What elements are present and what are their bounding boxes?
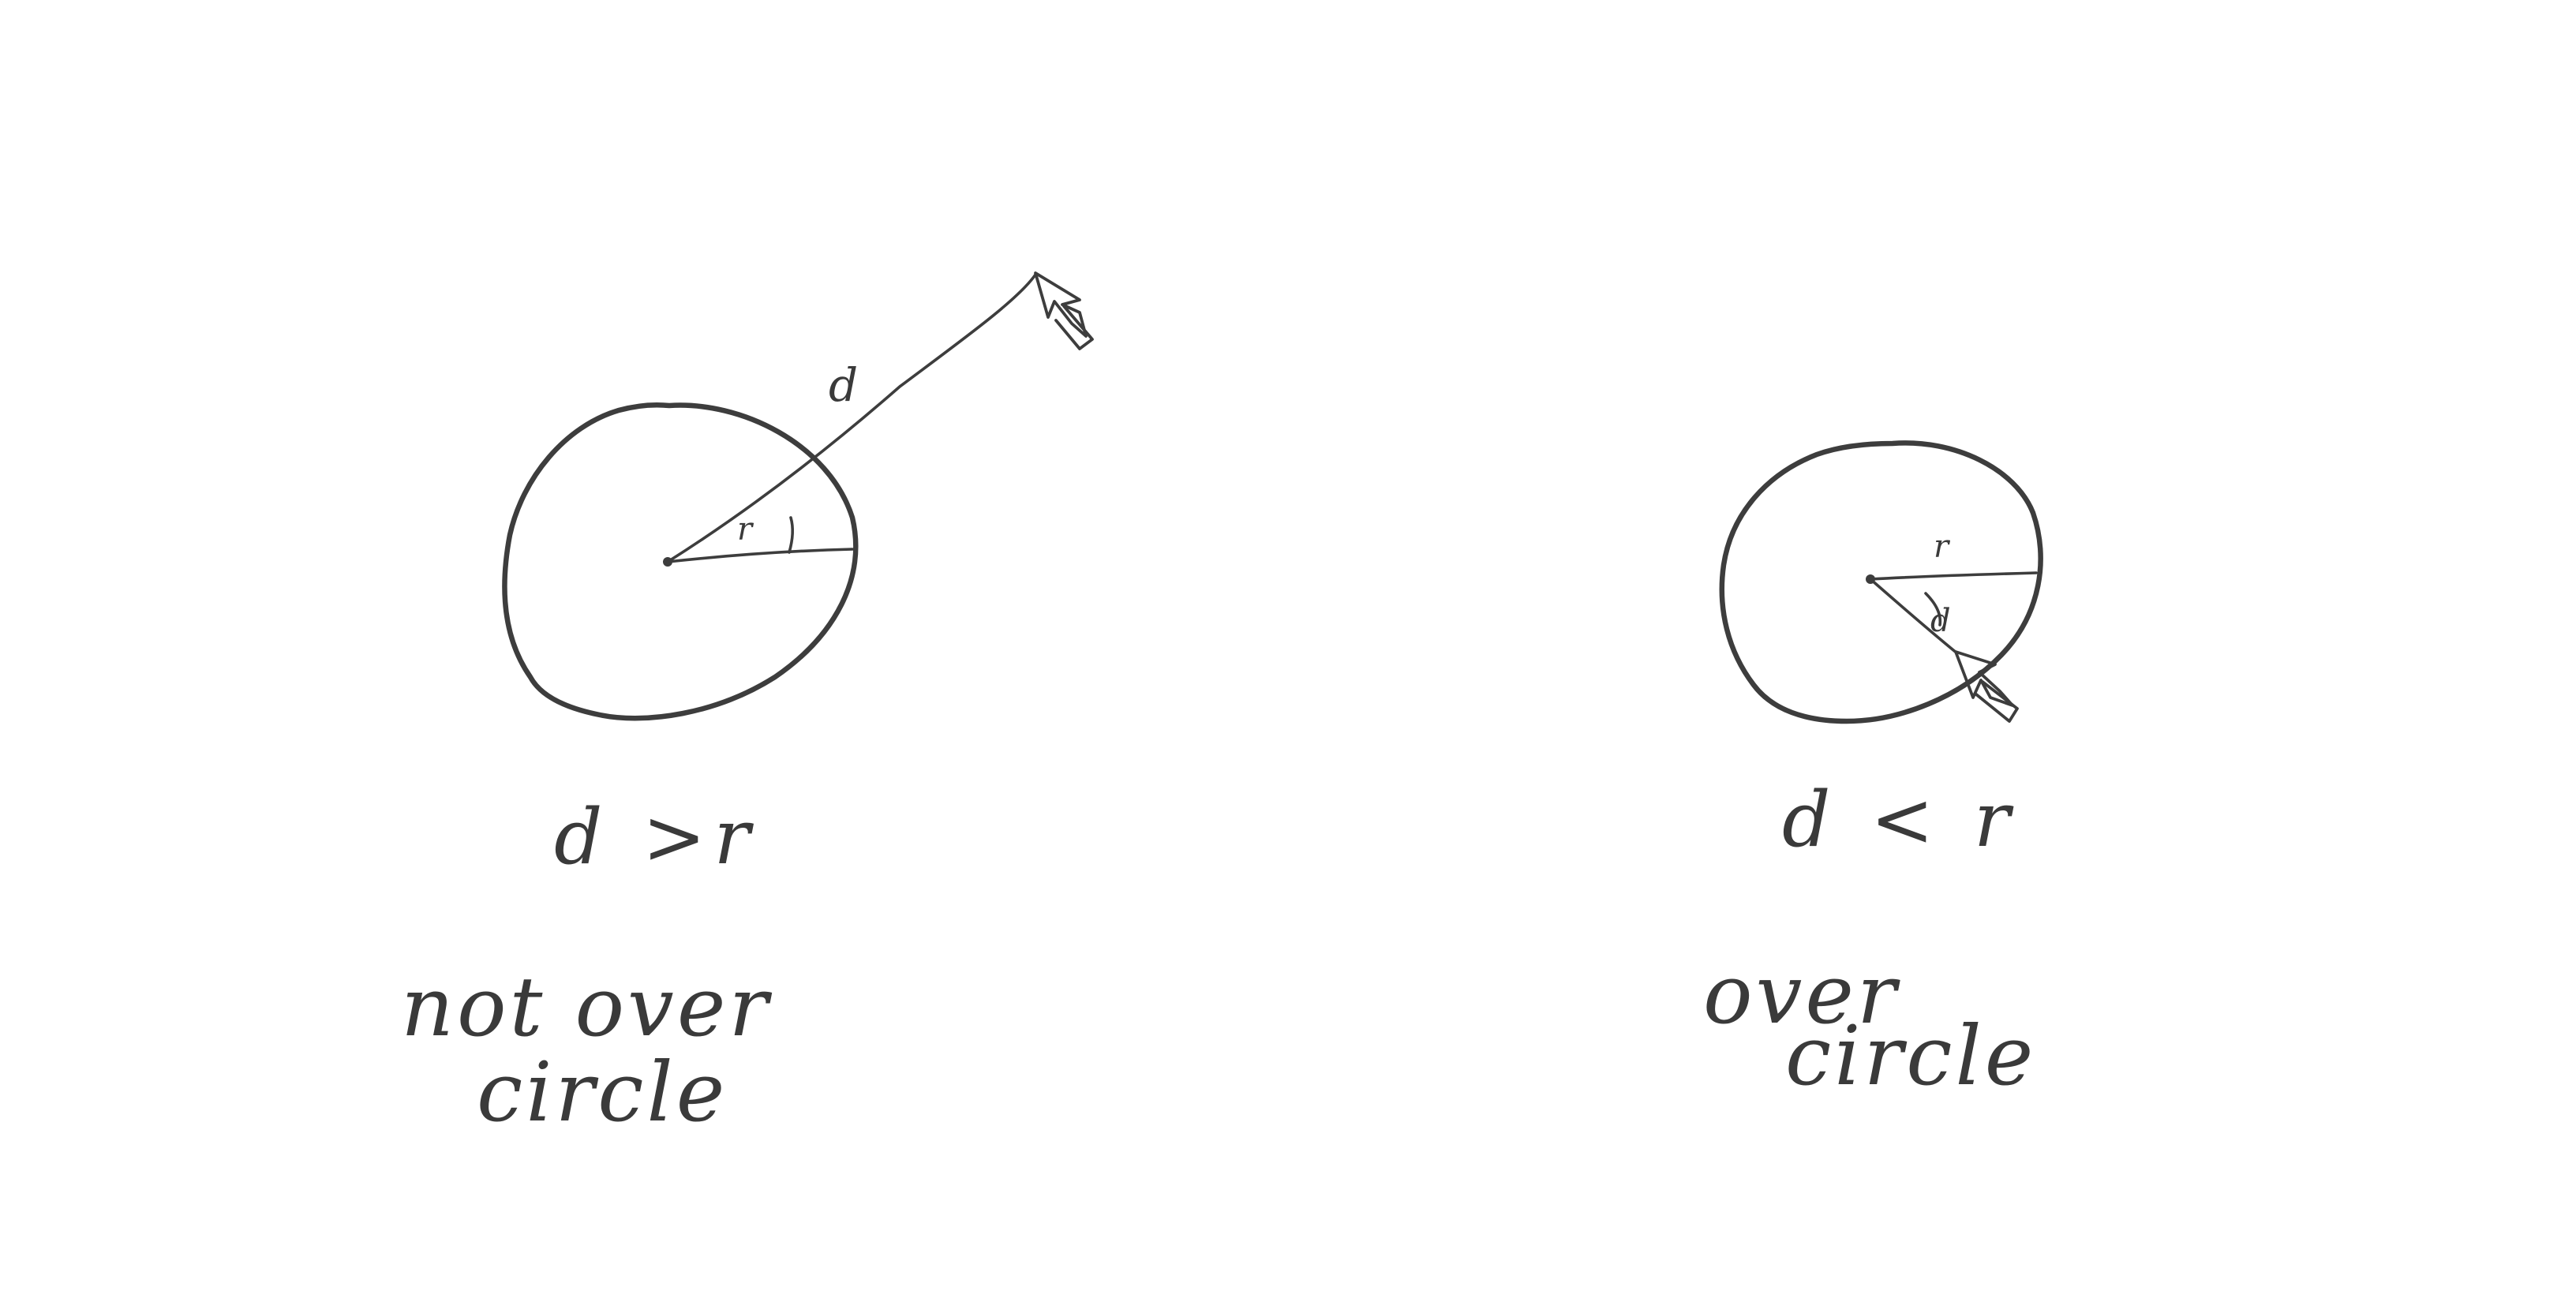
left-condition-label: d >r	[554, 793, 758, 881]
left-distance-label: d	[829, 358, 858, 412]
left-mouse-arrow-icon	[1034, 271, 1094, 350]
right-condition-label: d < r	[1782, 776, 2018, 864]
left-caption-line1: not over	[401, 959, 772, 1055]
left-circle	[502, 402, 859, 721]
left-radius-label: r	[737, 511, 754, 548]
right-caption-line1: over	[1703, 946, 1900, 1042]
left-panel: r d d >r not over circle	[401, 271, 1094, 1140]
right-circle	[1719, 440, 2043, 724]
left-caption-line2: circle	[477, 1044, 728, 1140]
right-caption-line2: circle	[1785, 1008, 2036, 1104]
left-angle-arc	[788, 516, 794, 554]
left-distance-line	[666, 273, 1037, 563]
right-panel: r d d < r over circle	[1703, 440, 2043, 1104]
right-angle-arc	[1924, 592, 1942, 627]
right-radius-line	[1869, 571, 2038, 581]
right-radius-label: r	[1934, 529, 1951, 565]
right-distance-line	[1869, 578, 1959, 655]
right-distance-label: d	[1930, 603, 1951, 639]
right-mouse-arrow-icon	[1954, 650, 2019, 723]
left-radius-line	[666, 548, 854, 563]
